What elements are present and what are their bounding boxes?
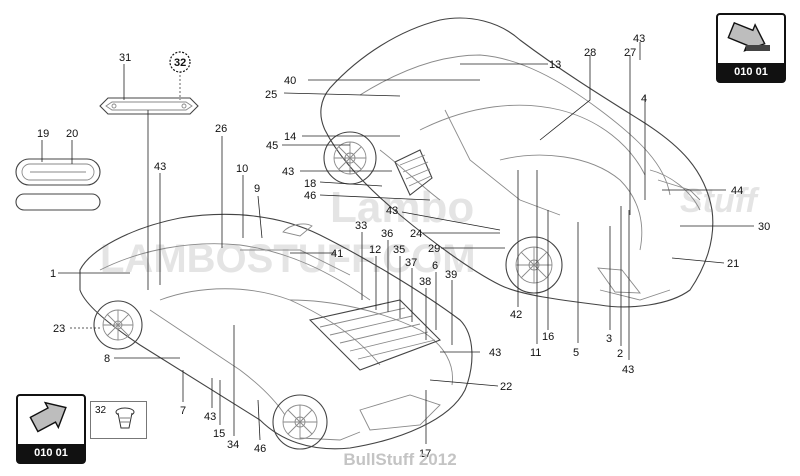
callout-23: 23 (53, 323, 65, 335)
callout-31: 31 (119, 52, 131, 64)
callout-45: 45 (266, 140, 278, 152)
callout-24: 24 (410, 228, 422, 240)
front-car-drawing (320, 17, 714, 308)
callout-35: 35 (393, 244, 405, 256)
callout-20: 20 (66, 128, 78, 140)
callout-42: 42 (510, 309, 522, 321)
screw-icon (115, 407, 135, 429)
rear-car-front-wheel (93, 300, 143, 350)
callout-46-a: 46 (254, 443, 266, 455)
callout-19: 19 (37, 128, 49, 140)
callout-32: 32 (174, 57, 186, 69)
callout-38: 38 (419, 276, 431, 288)
callout-4: 4 (641, 93, 647, 105)
callout-30: 30 (758, 221, 770, 233)
front-car-rear-wheel (323, 131, 377, 185)
callout-43-e: 43 (633, 33, 645, 45)
callout-7: 7 (180, 405, 186, 417)
front-car-front-wheel (505, 236, 563, 294)
callout-5: 5 (573, 347, 579, 359)
callout-44: 44 (731, 185, 743, 197)
callout-8: 8 (104, 353, 110, 365)
callout-22: 22 (500, 381, 512, 393)
badge-detail (15, 158, 101, 211)
callout-34: 34 (227, 439, 239, 451)
screw-detail-number: 32 (95, 405, 107, 416)
callout-37: 37 (405, 257, 417, 269)
callout-6: 6 (432, 260, 438, 272)
callout-27: 27 (624, 47, 636, 59)
callout-39: 39 (445, 269, 457, 281)
callout-28: 28 (584, 47, 596, 59)
callout-26: 26 (215, 123, 227, 135)
callout-43-g: 43 (386, 205, 398, 217)
callout-43-b: 43 (204, 411, 216, 423)
callout-16: 16 (542, 331, 554, 343)
arrow-icon (727, 21, 770, 52)
callout-13: 13 (549, 59, 561, 71)
callout-10: 10 (236, 163, 248, 175)
callout-21: 21 (727, 258, 739, 270)
callout-43-a: 43 (154, 161, 166, 173)
watermark: Lambo LAMBOSTUFF.COM Stuff (100, 182, 760, 281)
watermark-script: Stuff (680, 182, 760, 220)
callout-40: 40 (284, 75, 296, 87)
arrow-icon (29, 401, 67, 433)
callout-3: 3 (606, 333, 612, 345)
watermark-line1: Lambo (330, 183, 474, 232)
callout-33: 33 (355, 220, 367, 232)
callout-17: 17 (419, 448, 431, 460)
callout-32-circle (169, 51, 191, 73)
callout-9: 9 (254, 183, 260, 195)
screw-detail-box: 32 (90, 401, 147, 439)
callout-43-c: 43 (489, 347, 501, 359)
watermark-line2: LAMBOSTUFF.COM (100, 237, 476, 281)
callout-46-b: 46 (304, 190, 316, 202)
callout-14: 14 (284, 131, 296, 143)
callout-29: 29 (428, 243, 440, 255)
leader-lines (41, 42, 754, 444)
callout-15: 15 (213, 428, 225, 440)
callout-1: 1 (50, 268, 56, 280)
next-diagram-label: 010 01 (718, 63, 784, 81)
rear-car-drawing (79, 213, 473, 450)
callout-2: 2 (617, 348, 623, 360)
callout-12: 12 (369, 244, 381, 256)
rear-car-rear-wheel (272, 394, 328, 450)
callout-36: 36 (381, 228, 393, 240)
callout-labels: 31 32 19 20 26 43 10 9 1 23 8 7 43 15 34… (37, 33, 770, 460)
previous-diagram-label: 010 01 (18, 444, 84, 462)
previous-diagram-button[interactable]: 010 01 (16, 394, 86, 464)
callout-11: 11 (530, 347, 541, 359)
callout-43-f: 43 (282, 166, 294, 178)
callout-43-d: 43 (622, 364, 634, 376)
next-diagram-button[interactable]: 010 01 (716, 13, 786, 83)
footer-credit: BullStuff 2012 (343, 450, 457, 469)
callout-25: 25 (265, 89, 277, 101)
callout-18: 18 (304, 178, 316, 190)
callout-41: 41 (331, 248, 343, 260)
emblem-plate-detail (99, 97, 199, 115)
